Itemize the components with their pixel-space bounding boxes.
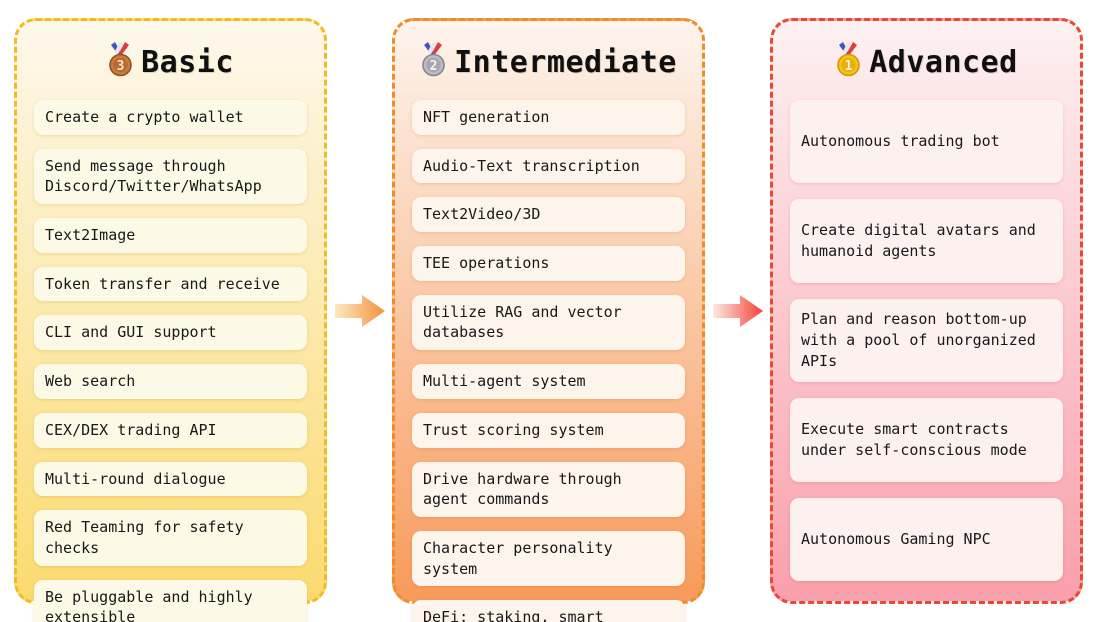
feature-item: Utilize RAG and vector databases xyxy=(412,294,685,351)
feature-item: Text2Image xyxy=(34,218,307,253)
medal-number: 1 xyxy=(845,59,853,74)
feature-item: CLI and GUI support xyxy=(34,315,307,351)
feature-item: CEX/DEX trading API xyxy=(34,412,307,448)
feature-item: Audio-Text transcription xyxy=(412,148,685,184)
feature-item: Execute smart contracts under self-consc… xyxy=(790,398,1063,482)
gold-medal-icon: 1 xyxy=(837,41,861,76)
feature-item: Text2Video/3D xyxy=(412,197,685,233)
panel-title-basic: Basic xyxy=(141,45,234,80)
feature-item: Create digital avatars and humanoid agen… xyxy=(790,199,1063,283)
silver-medal-icon: 2 xyxy=(422,41,445,76)
feature-item: Multi-agent system xyxy=(412,364,685,399)
feature-item: Create a crypto wallet xyxy=(34,100,307,135)
feature-item: Red Teaming for safety checks xyxy=(34,510,307,566)
feature-item: Character personality system xyxy=(412,530,685,587)
panel-basic-header: 3 Basic xyxy=(34,41,307,80)
feature-item: NFT generation xyxy=(412,100,685,135)
arrow-basic-to-intermediate xyxy=(327,18,392,604)
panel-title-advanced: Advanced xyxy=(869,45,1018,80)
arrow-intermediate-to-advanced xyxy=(705,18,770,604)
feature-item: Send message through Discord/Twitter/Wha… xyxy=(34,148,307,205)
feature-item: DeFi: staking, smart contract auditing xyxy=(412,600,685,622)
right-arrow-icon xyxy=(712,295,763,327)
panel-intermediate-header: 2 Intermediate xyxy=(412,41,685,80)
feature-item: Multi-round dialogue xyxy=(34,461,307,497)
feature-item: Drive hardware through agent commands xyxy=(412,461,685,517)
feature-item: Plan and reason bottom-up with a pool of… xyxy=(790,298,1063,383)
medal-number: 3 xyxy=(117,59,125,74)
feature-item: Be pluggable and highly extensible xyxy=(34,579,307,622)
feature-item: Token transfer and receive xyxy=(34,266,307,302)
medal-number: 2 xyxy=(430,59,438,74)
feature-item: TEE operations xyxy=(412,246,685,281)
feature-item: Trust scoring system xyxy=(412,412,685,448)
feature-item: Autonomous Gaming NPC xyxy=(790,497,1063,582)
feature-item: Autonomous trading bot xyxy=(790,100,1063,184)
feature-item: Web search xyxy=(34,364,307,399)
panel-title-intermediate: Intermediate xyxy=(454,45,677,80)
right-arrow-icon xyxy=(334,295,385,327)
panel-advanced-header: 1 Advanced xyxy=(790,41,1063,80)
bronze-medal-icon: 3 xyxy=(109,41,132,76)
